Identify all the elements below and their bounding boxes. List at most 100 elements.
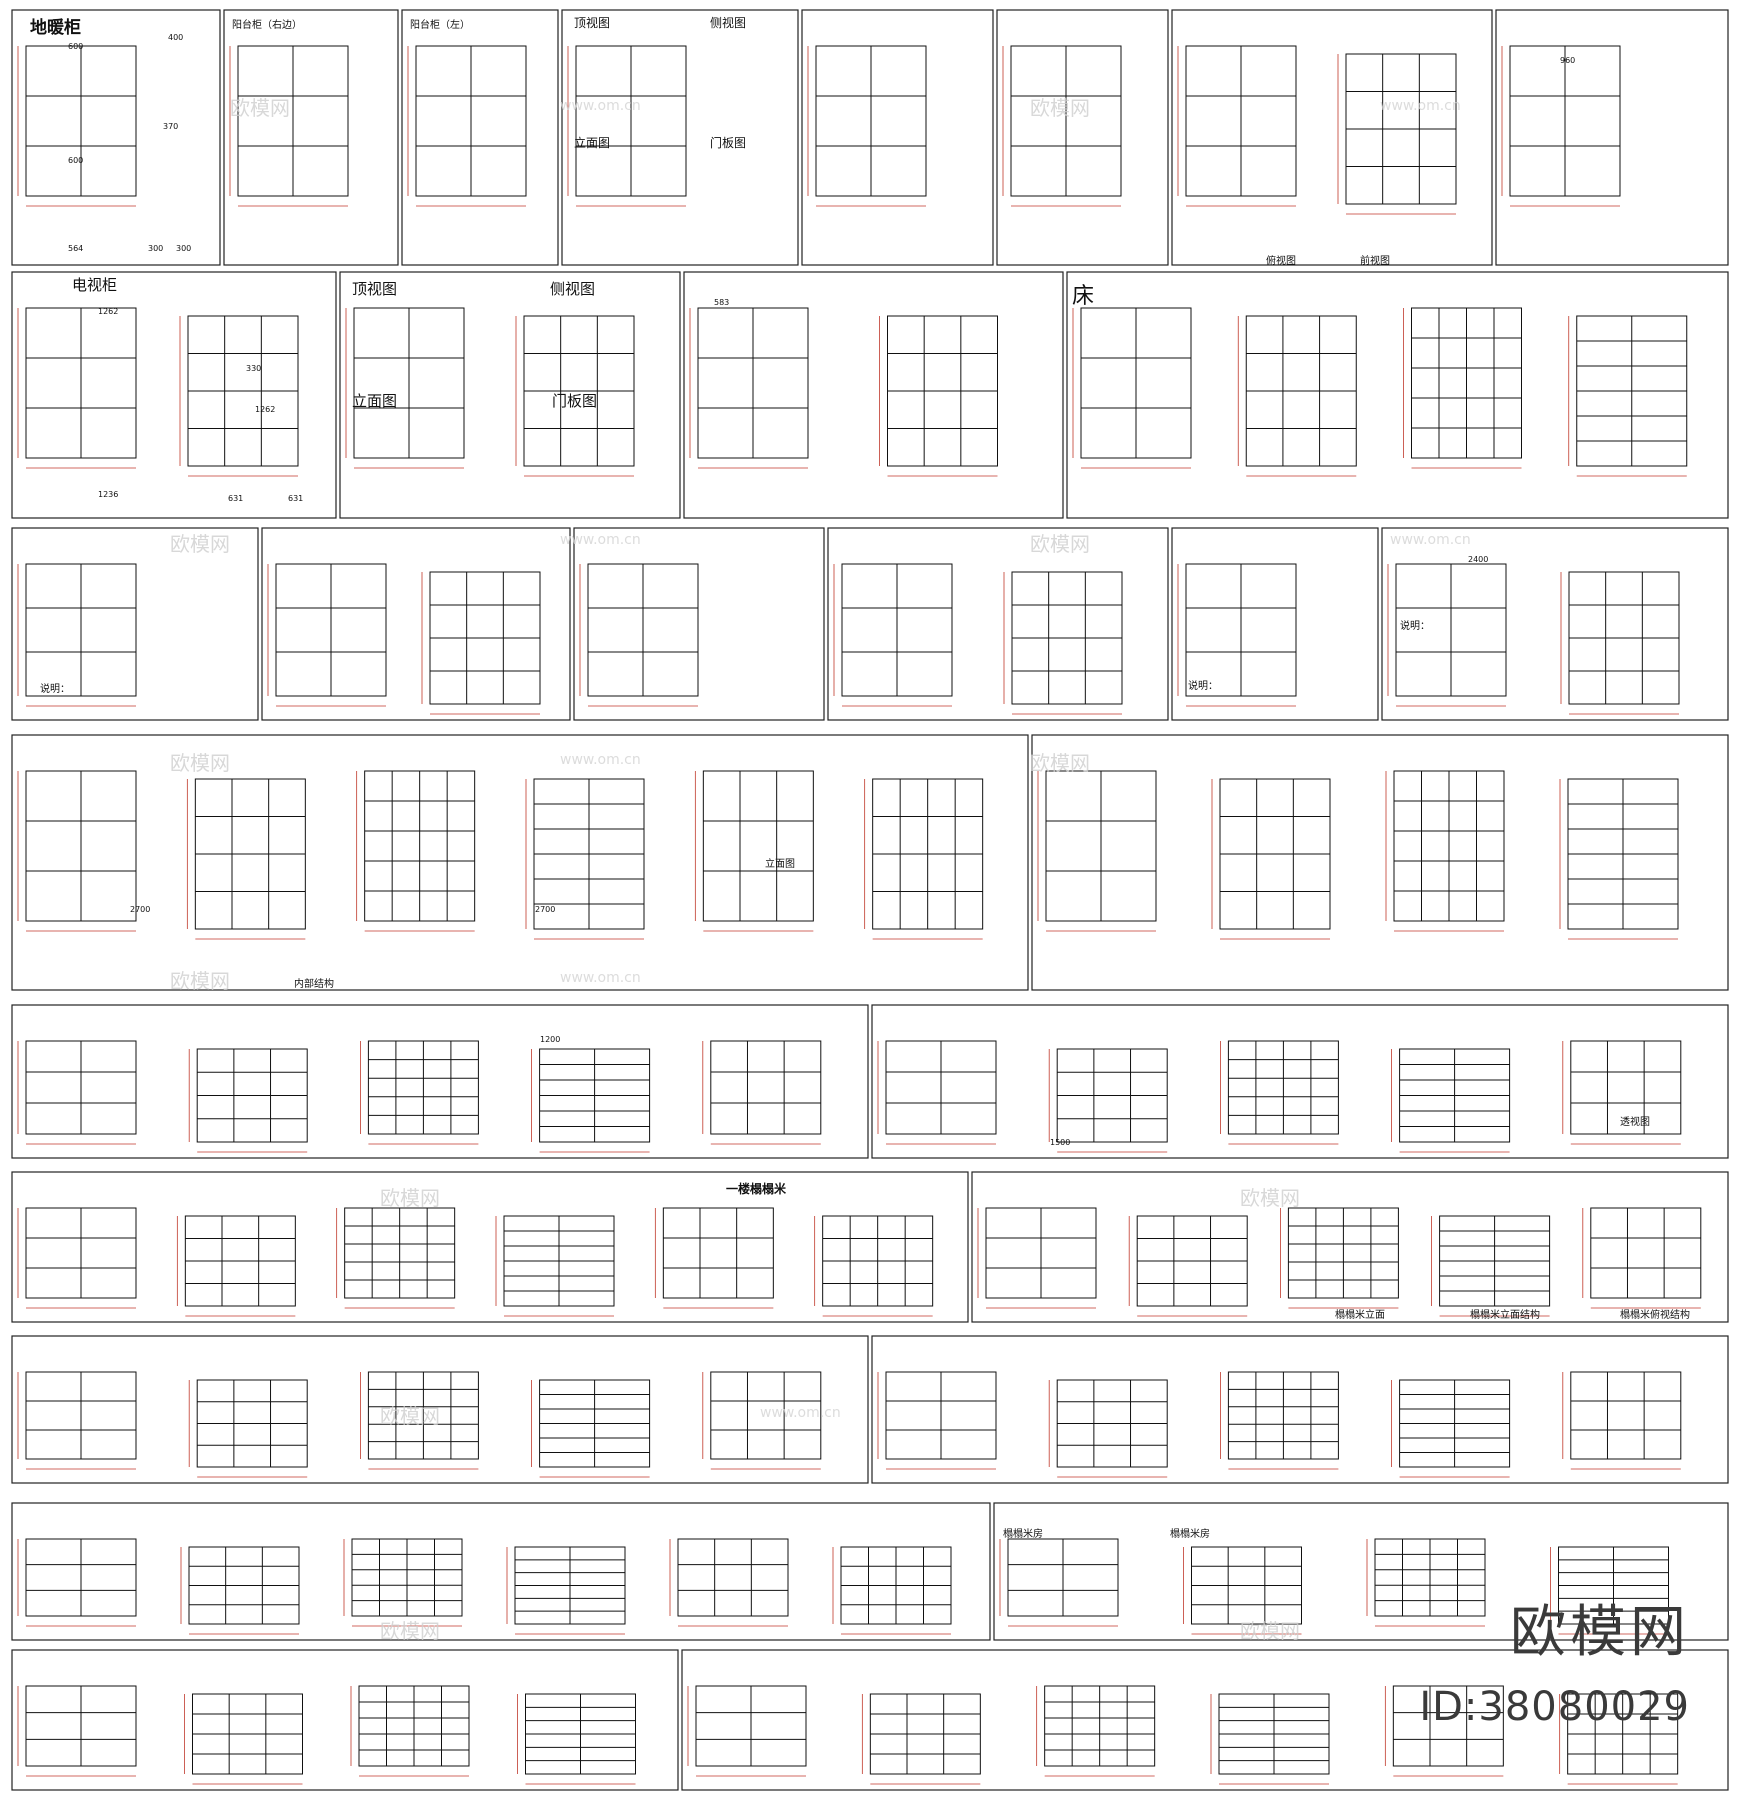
watermark-site: 欧模网 [380,1619,440,1643]
heading-top-view-2: 顶视图 [352,280,398,298]
heading-top-view-1: 顶视图 [574,16,611,30]
dim-label: 2700 [535,905,556,914]
watermark-url: www.om.cn [1390,532,1471,548]
dimension-lines [17,46,1701,1785]
watermark-url: www.om.cn [560,970,641,986]
note-frontview: 前视图 [1360,256,1390,267]
panel-border [827,527,1169,721]
panel-border [401,9,559,266]
dim-label: 583 [714,298,730,307]
dim-label: 2700 [130,905,151,914]
panel-border [801,9,994,266]
dim-label: 2400 [1468,555,1489,564]
panel-border [261,527,571,721]
panel-borders [11,9,1729,1791]
dim-label: 1262 [98,307,119,316]
dim-label: 330 [246,364,262,373]
panel-border [681,1649,1729,1791]
watermark-url: www.om.cn [760,1405,841,1421]
cabinet-outline [710,1371,822,1460]
heading-tatami-room-1: 榻榻米房 [1003,1529,1043,1540]
panel-border [11,1649,679,1791]
note-tatami-top: 榻榻米俯视结构 [1620,1310,1690,1321]
panel-border [11,1171,969,1323]
heading-elevation-1: 立面图 [574,136,611,150]
brand-logo-text: 欧模网 [1510,1600,1690,1665]
panel-border [871,1004,1729,1159]
dim-label: 370 [163,122,179,131]
watermark-site: 欧模网 [170,969,230,993]
panel-border [11,1502,991,1641]
watermark-site: 欧模网 [1030,751,1090,775]
dim-label: 631 [228,494,244,503]
panel-border [1495,9,1729,266]
cabinet-outline [710,1040,822,1135]
dim-label: 600 [68,42,84,51]
panel-border [683,271,1064,519]
heading-tatami-title: 一楼榻榻米 [726,1182,787,1196]
note-internal: 内部结构 [294,979,334,990]
watermark-site: 欧模网 [1030,532,1090,556]
heading-balcony-left: 阳台柜（左） [410,20,470,31]
panel-border [11,9,221,266]
watermark-site: 欧模网 [1030,96,1090,120]
watermark-site: 欧模网 [1240,1186,1300,1210]
heading-tatami-room-2: 榻榻米房 [1170,1529,1210,1540]
watermark-url: www.om.cn [560,98,641,114]
note-caption-1: 说明： [40,684,70,695]
heading-bed: 床 [1072,284,1095,309]
heading-balcony-right: 阳台柜（右边） [232,20,302,31]
panel-border [339,271,681,519]
dim-label: 300 [148,244,164,253]
cabinet-outline [702,770,814,922]
brand-id-text: ID:38080029 [1419,1684,1690,1730]
watermark-site: 欧模网 [1240,1619,1300,1643]
dim-label: 400 [168,33,184,42]
watermark-url: www.om.cn [560,532,641,548]
heading-side-view-2: 侧视图 [550,280,596,298]
watermark-site: 欧模网 [170,532,230,556]
dim-label: 960 [1560,56,1576,65]
panel-border [993,1502,1729,1641]
dim-label: 1500 [1050,1138,1071,1147]
dim-label: 1262 [255,405,276,414]
heading-door-panel-2: 门板图 [552,392,598,410]
panel-border [971,1171,1729,1323]
heading-elevation-2: 立面图 [352,392,398,410]
panel-border [223,9,399,266]
note-elev: 立面图 [765,859,795,870]
cabinet-drawings [25,45,1702,1775]
panel-border [11,527,259,721]
heading-floor-heating-cabinet: 地暖柜 [30,18,81,38]
cabinet-outline [1570,1040,1682,1135]
heading-door-panel-1: 门板图 [710,136,747,150]
panel-border [11,1335,869,1484]
panel-border [573,527,825,721]
dim-label: 1236 [98,490,119,499]
panel-border [1381,527,1729,721]
note-persp: 透视图 [1620,1117,1650,1128]
cabinet-outline [1392,1685,1504,1767]
watermark-url: www.om.cn [1380,98,1461,114]
note-caption-3: 说明： [1400,621,1430,632]
dim-label: 1200 [540,1035,561,1044]
note-tatami-internal: 榻榻米立面结构 [1470,1310,1540,1321]
panel-border [1171,9,1493,266]
panel-border [1171,527,1379,721]
panel-border [871,1335,1729,1484]
panel-border [11,271,337,519]
watermark-site: 欧模网 [230,96,290,120]
panel-border [1031,734,1729,991]
watermark-url: www.om.cn [560,752,641,768]
dim-label: 564 [68,244,84,253]
cabinet-outline [1590,1207,1702,1299]
cabinet-outline [677,1538,789,1617]
panel-border [11,734,1029,991]
dim-label: 600 [68,156,84,165]
dim-label: 631 [288,494,304,503]
cabinet-outline [662,1207,774,1299]
watermark-site: 欧模网 [380,1404,440,1428]
note-topview: 俯视图 [1266,256,1296,267]
watermark-site: 欧模网 [170,751,230,775]
panel-border [11,1004,869,1159]
